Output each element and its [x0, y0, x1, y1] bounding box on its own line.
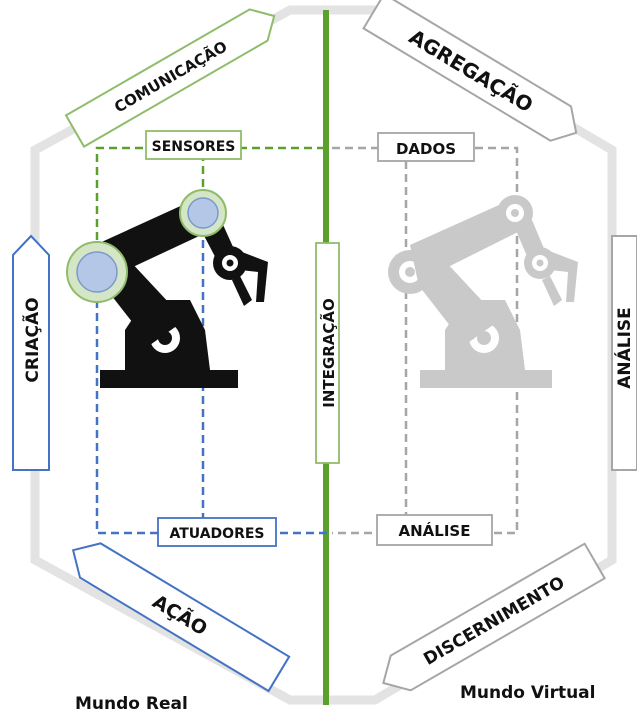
- analise-box-label: ANÁLISE: [399, 521, 471, 540]
- analise-side-label: ANÁLISE: [613, 307, 635, 389]
- robot-joint-large: [67, 242, 127, 302]
- analise-arrow: ANÁLISE: [612, 236, 637, 470]
- sensores-box: SENSORES: [146, 131, 241, 159]
- analise-box: ANÁLISE: [377, 515, 492, 545]
- discernimento-arrow: DISCERNIMENTO: [373, 544, 604, 701]
- agregacao-label: AGREGAÇÃO: [405, 24, 537, 117]
- sensores-label: SENSORES: [152, 139, 236, 155]
- dados-box: DADOS: [378, 133, 474, 161]
- virtual-robot: [388, 195, 578, 388]
- discernimento-label: DISCERNIMENTO: [420, 573, 568, 670]
- agregacao-arrow: AGREGAÇÃO: [364, 0, 587, 150]
- integracao-box: INTEGRAÇÃO: [316, 243, 339, 463]
- atuadores-label: ATUADORES: [169, 526, 264, 542]
- criacao-arrow: CRIAÇÃO: [13, 236, 49, 470]
- robot-joint-small: [180, 190, 226, 236]
- integracao-label: INTEGRAÇÃO: [319, 298, 338, 407]
- mundo-virtual-label: Mundo Virtual: [460, 683, 596, 703]
- comunicacao-arrow: COMUNICAÇÃO: [66, 0, 283, 146]
- comunicacao-label: COMUNICAÇÃO: [111, 36, 230, 116]
- criacao-label: CRIAÇÃO: [20, 297, 43, 382]
- acao-arrow: AÇÃO: [63, 533, 289, 691]
- dados-label: DADOS: [396, 140, 456, 158]
- mundo-real-label: Mundo Real: [75, 694, 188, 714]
- atuadores-box: ATUADORES: [158, 518, 276, 546]
